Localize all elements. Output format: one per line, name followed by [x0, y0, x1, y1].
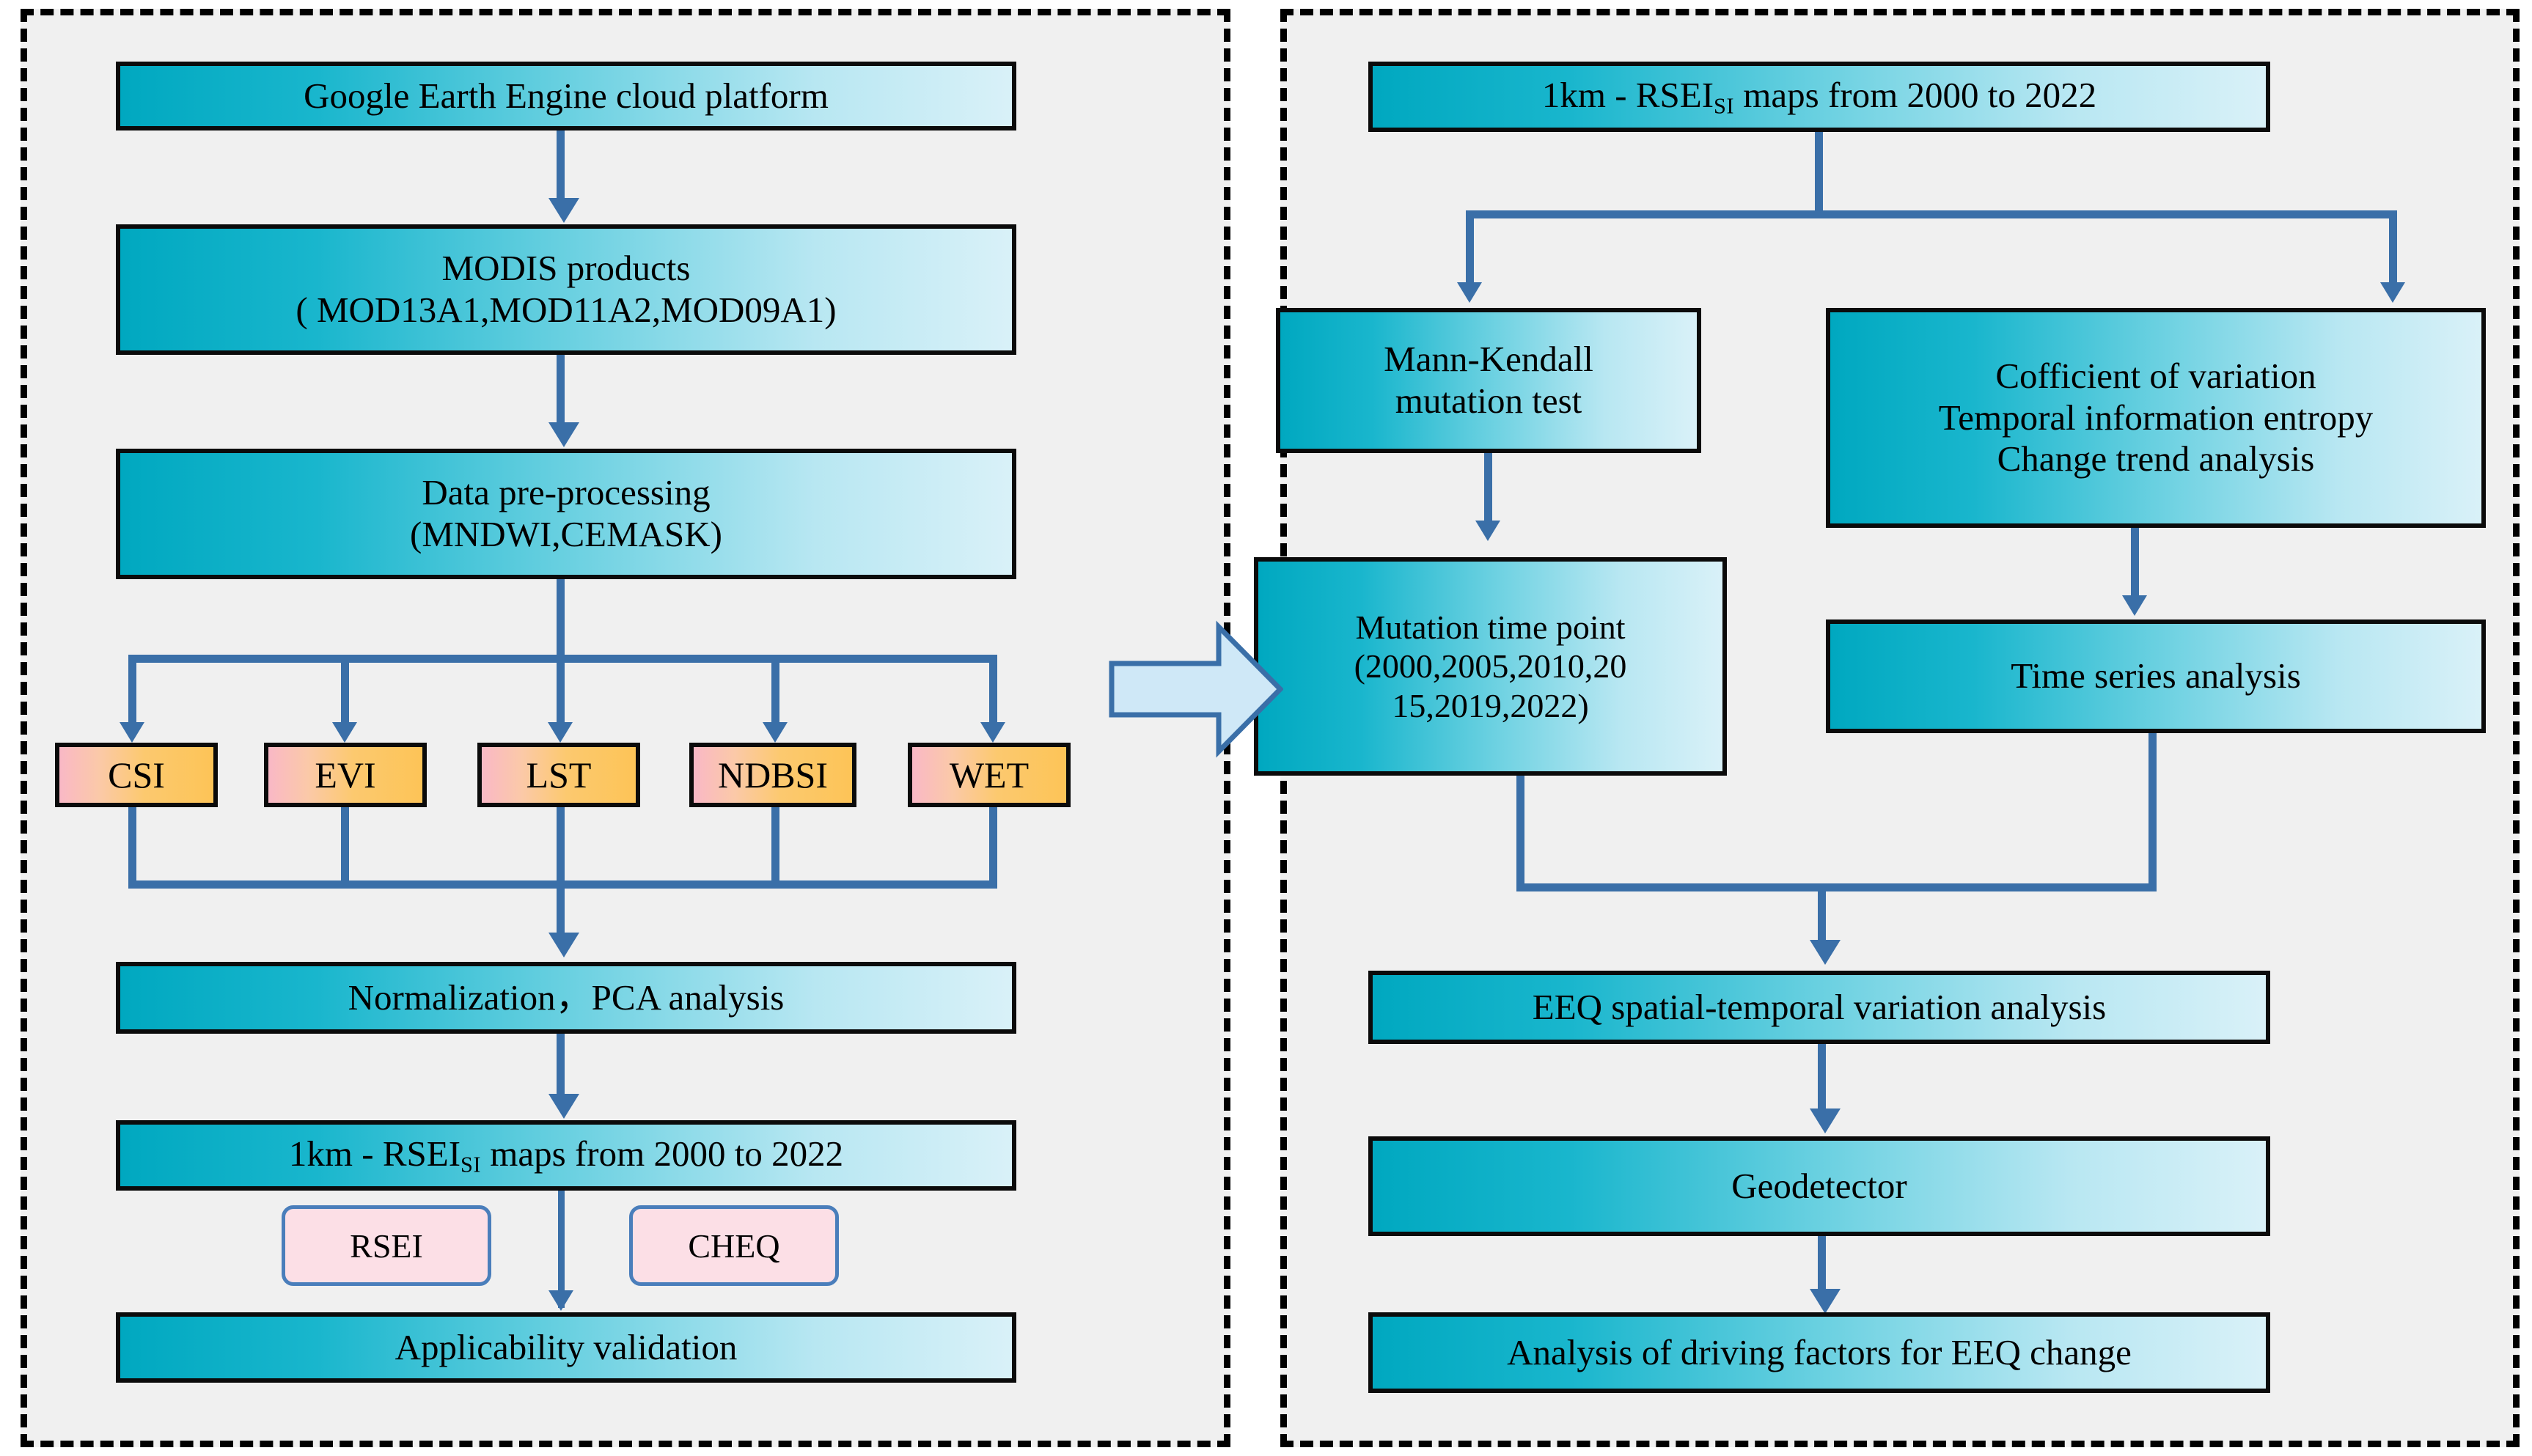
- connector-bus-to-wet: [989, 655, 997, 735]
- panel-transition-arrow-icon: [1109, 620, 1283, 758]
- connector-gee-to-modis: [557, 130, 565, 204]
- connector-bus-to-mk: [1466, 210, 1474, 295]
- arrowhead-lst: [548, 722, 573, 743]
- arrowhead-mtp: [1475, 521, 1500, 541]
- arrowhead-rseimaps: [548, 1094, 579, 1119]
- arrowhead-evi: [332, 722, 357, 743]
- node-mann-kendall-test: Mann-Kendall mutation test: [1276, 308, 1701, 453]
- indicator-csi: CSI: [55, 743, 218, 807]
- connector-rseimaps-right-stem: [1815, 132, 1823, 216]
- node-applicability-validation: Applicability validation: [116, 1312, 1016, 1383]
- indicator-lst: LST: [477, 743, 640, 807]
- arrowhead-wet: [980, 722, 1005, 743]
- arrowhead-driving: [1810, 1289, 1841, 1314]
- arrowhead-tsa: [2122, 595, 2147, 616]
- connector-lst-down: [557, 807, 565, 888]
- node-driving-factors-analysis: Analysis of driving factors for EEQ chan…: [1368, 1312, 2270, 1393]
- node-rsei-si-maps-left: 1km - RSEISI maps from 2000 to 2022: [116, 1120, 1016, 1191]
- connector-bus-to-ndbsi: [771, 655, 779, 735]
- node-modis-products: MODIS products ( MOD13A1,MOD11A2,MOD09A1…: [116, 224, 1016, 355]
- connector-wet-down: [989, 807, 997, 888]
- indicator-evi: EVI: [264, 743, 427, 807]
- arrowhead-cov: [2380, 282, 2405, 303]
- connector-evi-down: [341, 807, 349, 888]
- arrowhead-geodetector: [1810, 1108, 1841, 1133]
- node-geodetector: Geodetector: [1368, 1136, 2270, 1236]
- node-mutation-time-point: Mutation time point (2000,2005,2010,20 1…: [1254, 557, 1727, 776]
- node-time-series-analysis: Time series analysis: [1826, 619, 2486, 733]
- arrowhead-csi: [120, 722, 144, 743]
- arrowhead-validation: [548, 1290, 573, 1311]
- connector-merge-to-normalization: [557, 880, 565, 944]
- arrowhead-eeq: [1810, 940, 1841, 965]
- connector-right-split-bus: [1466, 210, 2397, 218]
- connector-modis-to-prep: [557, 355, 565, 428]
- node-normalization-pca: Normalization，PCA analysis: [116, 962, 1016, 1034]
- arrowhead-mk: [1457, 282, 1482, 303]
- arrowhead-modis-to-prep: [548, 422, 579, 447]
- connector-tsa-down: [2148, 733, 2157, 891]
- arrowhead-gee-to-modis: [548, 198, 579, 223]
- node-variation-metrics: Cofficient of variation Temporal informa…: [1826, 308, 2486, 528]
- connector-geodetector-to-driving: [1818, 1236, 1826, 1299]
- tag-cheq: CHEQ: [629, 1205, 839, 1286]
- indicator-ndbsi: NDBSI: [689, 743, 856, 807]
- connector-bus-to-csi: [128, 655, 136, 735]
- connector-mtp-down: [1516, 776, 1524, 891]
- arrowhead-normalization: [548, 933, 579, 957]
- tag-rsei: RSEI: [282, 1205, 491, 1286]
- connector-bus-to-cov: [2389, 210, 2397, 295]
- connector-rseimaps-to-validation: [558, 1191, 565, 1308]
- node-data-preprocessing: Data pre-processing (MNDWI,CEMASK): [116, 449, 1016, 579]
- connector-eeq-to-geodetector: [1818, 1044, 1826, 1117]
- connector-mk-to-mtp: [1484, 453, 1492, 529]
- connector-bus-to-lst: [557, 655, 565, 735]
- connector-prep-stem: [557, 579, 565, 660]
- arrowhead-ndbsi: [763, 722, 788, 743]
- node-google-earth-engine: Google Earth Engine cloud platform: [116, 62, 1016, 130]
- connector-merge-to-eeq: [1818, 883, 1826, 951]
- connector-ndbsi-down: [771, 807, 779, 888]
- connector-norm-to-rseimaps: [557, 1034, 565, 1104]
- connector-csi-down: [128, 807, 136, 888]
- connector-right-merge-bus: [1516, 883, 2157, 891]
- node-eeq-variation-analysis: EEQ spatial-temporal variation analysis: [1368, 971, 2270, 1044]
- node-rsei-si-maps-right: 1km - RSEISI maps from 2000 to 2022: [1368, 62, 2270, 132]
- connector-bus-to-evi: [341, 655, 349, 735]
- connector-cov-to-tsa: [2131, 528, 2139, 604]
- indicator-wet: WET: [908, 743, 1071, 807]
